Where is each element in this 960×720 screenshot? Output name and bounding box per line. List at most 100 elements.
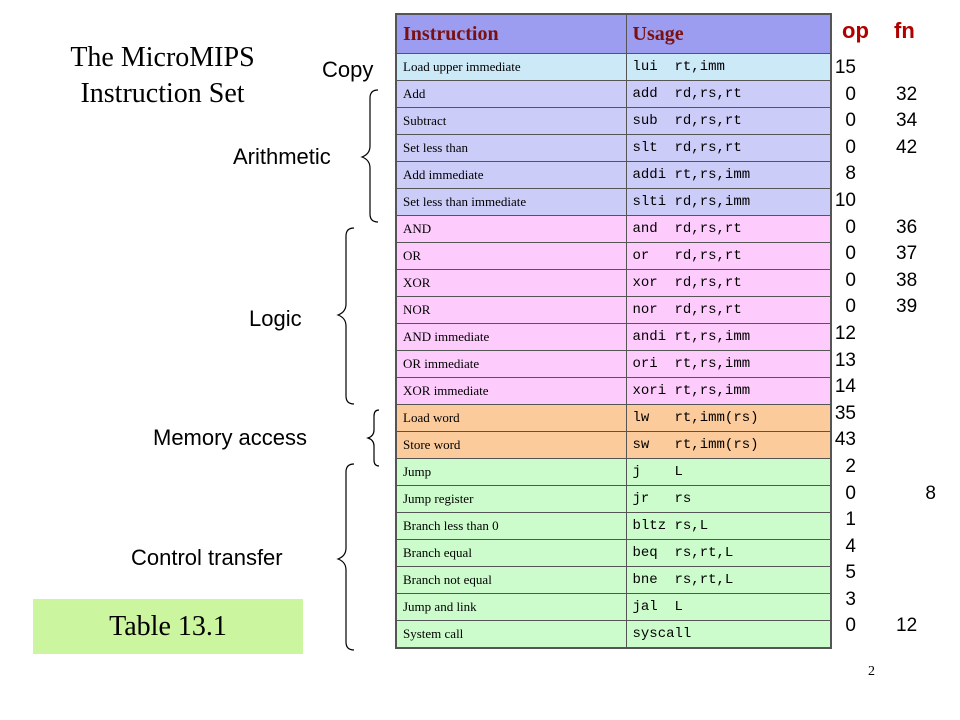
- code-row: 0 37: [840, 239, 940, 266]
- slide-title: The MicroMIPS Instruction Set: [40, 40, 285, 112]
- instruction-usage: ori rt,rs,imm: [625, 350, 832, 378]
- instruction-name: Branch equal: [395, 539, 627, 567]
- instruction-usage: lui rt,imm: [625, 53, 832, 81]
- instruction-usage: sub rd,rs,rt: [625, 107, 832, 135]
- table-header-row: Instruction Usage: [395, 13, 832, 54]
- function-value: 32: [896, 83, 918, 105]
- instruction-name: Jump: [395, 458, 627, 486]
- instruction-name: XOR immediate: [395, 377, 627, 405]
- opcode-value: 35: [834, 402, 856, 424]
- instruction-usage: xori rt,rs,imm: [625, 377, 832, 405]
- group-label-copy: Copy: [322, 57, 374, 82]
- function-value: 12: [896, 615, 918, 637]
- instruction-name: OR: [395, 242, 627, 270]
- brace-arithmetic: [360, 89, 379, 223]
- code-row: 0 34: [840, 106, 940, 133]
- brace-control: [336, 463, 355, 651]
- instruction-usage: slti rd,rs,imm: [625, 188, 832, 216]
- function-value: 8: [925, 482, 936, 504]
- opcode-value: 5: [845, 562, 856, 584]
- instruction-name: Branch less than 0: [395, 512, 627, 540]
- instruction-usage: or rd,rs,rt: [625, 242, 832, 270]
- code-row: 0 38: [840, 266, 940, 293]
- instruction-usage: add rd,rs,rt: [625, 80, 832, 108]
- function-value: 34: [896, 110, 918, 132]
- instruction-usage: bne rs,rt,L: [625, 566, 832, 594]
- code-row: 0 36: [840, 213, 940, 240]
- instruction-usage: syscall: [625, 620, 832, 649]
- header-instruction: Instruction: [395, 13, 627, 54]
- instruction-usage: lw rt,imm(rs): [625, 404, 832, 432]
- opcode-value: 14: [834, 376, 856, 398]
- opcode-value: 0: [845, 269, 856, 291]
- opcode-value: 0: [845, 216, 856, 238]
- instruction-usage: addi rt,rs,imm: [625, 161, 832, 189]
- opcode-value: 15: [834, 57, 856, 78]
- instruction-usage: beq rs,rt,L: [625, 539, 832, 567]
- function-value: 36: [896, 216, 918, 238]
- opcode-value: 0: [845, 243, 856, 265]
- function-value: 38: [896, 269, 918, 291]
- code-row: 12: [835, 319, 940, 346]
- opcode-value: 0: [845, 110, 856, 132]
- instruction-usage: and rd,rs,rt: [625, 215, 832, 243]
- instruction-usage: xor rd,rs,rt: [625, 269, 832, 297]
- code-row: 35: [835, 399, 940, 426]
- instruction-name: Load word: [395, 404, 627, 432]
- instruction-usage: nor rd,rs,rt: [625, 296, 832, 324]
- group-label-memory: Memory access: [153, 425, 308, 450]
- opcode-value: 8: [845, 163, 856, 185]
- opcode-value: 2: [845, 455, 856, 477]
- code-row: 8: [840, 159, 940, 186]
- title-line-2: Instruction Set: [80, 78, 245, 109]
- code-row: 0 32: [840, 80, 940, 107]
- opcode-value: 0: [845, 136, 856, 158]
- instruction-usage: j L: [625, 458, 832, 486]
- table-number-badge: Table 13.1: [33, 599, 303, 654]
- code-row: 13: [835, 346, 940, 373]
- code-row: 2: [840, 452, 940, 479]
- code-row: 43: [835, 425, 940, 452]
- opcode-value: 43: [834, 429, 856, 451]
- function-value: 37: [896, 243, 918, 265]
- instruction-name: Subtract: [395, 107, 627, 135]
- instruction-usage: andi rt,rs,imm: [625, 323, 832, 351]
- code-row: 5: [840, 558, 940, 585]
- opcode-value: 0: [845, 83, 856, 105]
- opcode-value: 0: [845, 482, 856, 504]
- opcode-value: 0: [845, 296, 856, 318]
- brace-memory: [366, 409, 380, 467]
- instruction-usage: bltz rs,L: [625, 512, 832, 540]
- opcode-value: 4: [845, 535, 856, 557]
- instruction-name: Set less than: [395, 134, 627, 162]
- instruction-usage: jal L: [625, 593, 832, 621]
- code-row: 15: [835, 53, 940, 80]
- instruction-name: Add immediate: [395, 161, 627, 189]
- header-fn: fn: [894, 18, 915, 43]
- instruction-usage: sw rt,imm(rs): [625, 431, 832, 459]
- instruction-name: Jump register: [395, 485, 627, 513]
- instruction-usage: jr rs: [625, 485, 832, 513]
- instruction-name: XOR: [395, 269, 627, 297]
- opcode-value: 1: [845, 509, 856, 531]
- opcode-value: 12: [834, 322, 856, 344]
